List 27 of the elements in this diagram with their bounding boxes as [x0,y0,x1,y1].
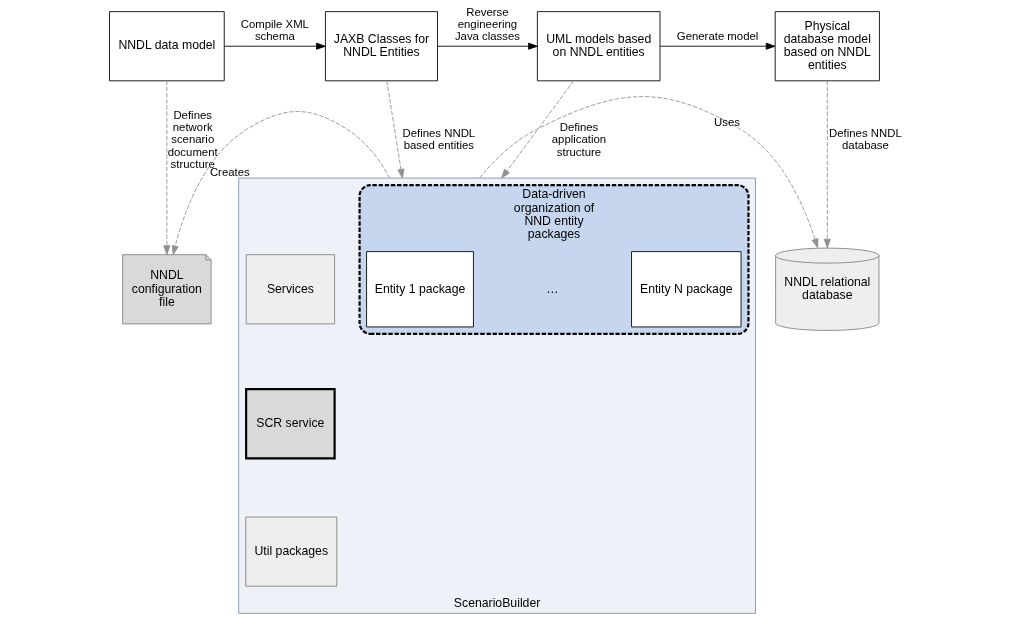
arrow [171,111,391,256]
edge-label: Uses [714,116,740,129]
node-box: Util packages [245,516,338,587]
edge-label: Generate model [676,30,759,43]
edge-label: Defines application structure [551,121,607,158]
edge-label: Creates [209,166,250,179]
node-box: SCR service [245,388,336,460]
label: … [546,281,559,296]
node-box: Entity N package [631,251,742,328]
edge-label: Defines NNDL based entities [402,127,476,152]
node-box: Entity 1 package [366,251,474,328]
node-box: UML models based on NNDL entities [536,11,661,82]
arrow [163,80,171,255]
arrow [501,80,575,179]
arrow [437,42,538,50]
arrow [659,42,776,50]
arrow [479,96,819,249]
arrow [223,42,326,50]
node-box: Physical database model based on NNDL entities [774,11,880,82]
arrow [386,80,405,179]
edge-label: Compile XML schema [240,18,309,43]
node-box: JAXB Classes for NNDL Entities [324,11,438,82]
edge-label: Defines NNDL database [829,127,902,152]
node-box: NNDL data model [109,11,225,82]
node-box: Services [245,254,336,325]
arrow [823,80,831,249]
edge-label: Reverse engineering Java classes [454,5,521,43]
